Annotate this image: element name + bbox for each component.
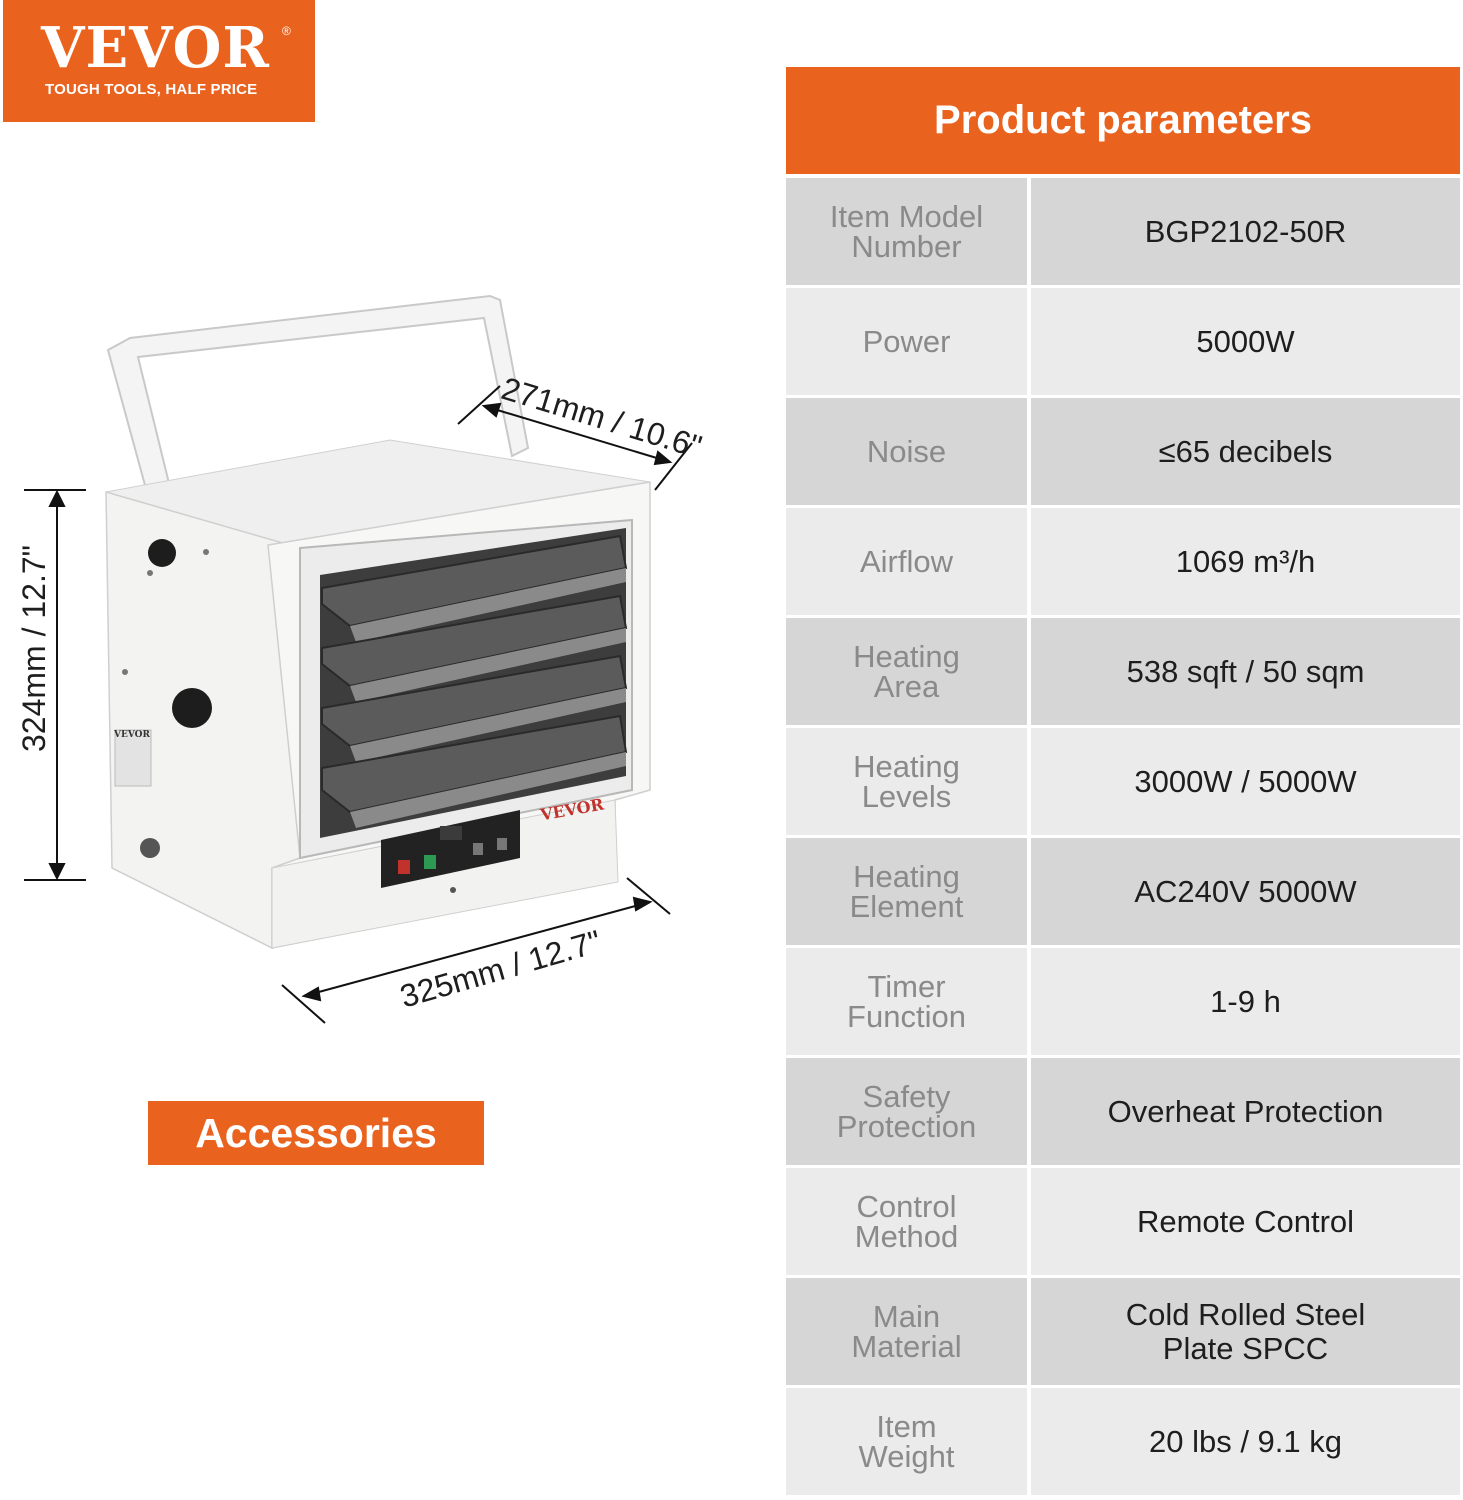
- heater-illustration: [24, 294, 693, 1024]
- param-label: Safety Protection: [786, 1058, 1027, 1165]
- param-row-heating-element: Heating Element AC240V 5000W: [786, 838, 1460, 945]
- params-title: Product parameters: [786, 67, 1460, 174]
- param-row-heating-levels: Heating Levels 3000W / 5000W: [786, 728, 1460, 835]
- logo-tagline: TOUGH TOOLS, HALF PRICE: [45, 81, 258, 98]
- logo-registered-mark: ®: [282, 24, 291, 38]
- param-row-noise: Noise ≤65 decibels: [786, 398, 1460, 505]
- param-label: Item Model Number: [786, 178, 1027, 285]
- vevor-logo: VEVOR ® TOUGH TOOLS, HALF PRICE: [3, 0, 315, 122]
- param-value: AC240V 5000W: [1031, 838, 1460, 945]
- param-value: Remote Control: [1031, 1168, 1460, 1275]
- param-value: 20 lbs / 9.1 kg: [1031, 1388, 1460, 1495]
- param-value: 538 sqft / 50 sqm: [1031, 618, 1460, 725]
- accessories-title: Accessories: [148, 1101, 484, 1165]
- param-row-model: Item Model Number BGP2102-50R: [786, 178, 1460, 285]
- param-label: Heating Area: [786, 618, 1027, 725]
- param-label: Airflow: [786, 508, 1027, 615]
- param-row-airflow: Airflow 1069 m³/h: [786, 508, 1460, 615]
- param-value: BGP2102-50R: [1031, 178, 1460, 285]
- param-label: Control Method: [786, 1168, 1027, 1275]
- param-value: Overheat Protection: [1031, 1058, 1460, 1165]
- param-label: Noise: [786, 398, 1027, 505]
- side-brand-label: VEVOR: [114, 730, 150, 740]
- param-row-weight: Item Weight 20 lbs / 9.1 kg: [786, 1388, 1460, 1495]
- param-value: Cold Rolled Steel Plate SPCC: [1031, 1278, 1460, 1385]
- param-value: 1-9 h: [1031, 948, 1460, 1055]
- param-label: Heating Element: [786, 838, 1027, 945]
- param-label: Heating Levels: [786, 728, 1027, 835]
- logo-brand: VEVOR: [41, 15, 270, 81]
- height-dimension-label: 324mm / 12.7": [16, 544, 52, 752]
- param-label: Power: [786, 288, 1027, 395]
- param-row-material: Main Material Cold Rolled Steel Plate SP…: [786, 1278, 1460, 1385]
- param-row-safety: Safety Protection Overheat Protection: [786, 1058, 1460, 1165]
- param-label: Main Material: [786, 1278, 1027, 1385]
- param-value: ≤65 decibels: [1031, 398, 1460, 505]
- param-row-timer: Timer Function 1-9 h: [786, 948, 1460, 1055]
- param-label: Timer Function: [786, 948, 1027, 1055]
- param-row-heating-area: Heating Area 538 sqft / 50 sqm: [786, 618, 1460, 725]
- param-value: 1069 m³/h: [1031, 508, 1460, 615]
- param-row-control: Control Method Remote Control: [786, 1168, 1460, 1275]
- param-row-power: Power 5000W: [786, 288, 1460, 395]
- param-value: 5000W: [1031, 288, 1460, 395]
- param-value: 3000W / 5000W: [1031, 728, 1460, 835]
- param-label: Item Weight: [786, 1388, 1027, 1495]
